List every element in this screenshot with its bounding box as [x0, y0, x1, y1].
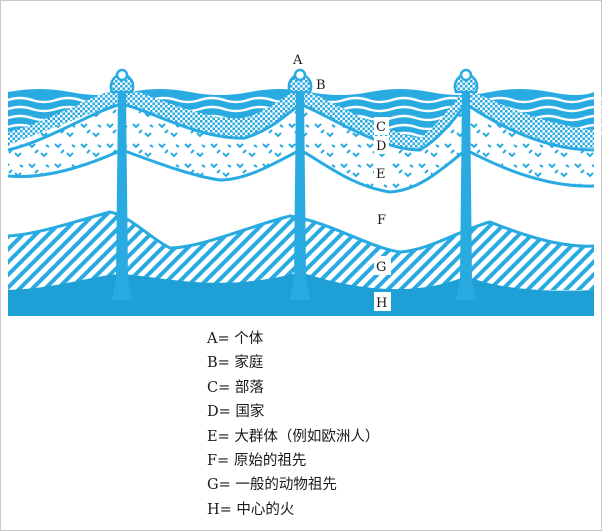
label-e-text: E: [376, 167, 386, 182]
stem-top-knobs: [115, 68, 473, 82]
label-d: D: [374, 136, 389, 154]
legend-item-g: G= 一般的动物祖先: [207, 477, 337, 494]
layer-c-d-band: [8, 88, 594, 150]
label-c-text: C: [376, 120, 386, 135]
label-h-text: H: [376, 296, 387, 311]
label-e: E: [374, 164, 389, 182]
label-d-text: D: [376, 139, 386, 154]
legend-item-d: D= 国家: [207, 404, 265, 421]
label-f: F: [377, 213, 386, 228]
legend-item-e: E= 大群体（例如欧洲人）: [207, 428, 380, 445]
label-b-text: B: [316, 78, 326, 93]
label-c: C: [374, 117, 389, 135]
stems: [112, 92, 476, 300]
label-h: H: [374, 292, 391, 311]
label-f-text: F: [377, 213, 386, 228]
legend-item-a: A= 个体: [207, 331, 264, 347]
label-g: G: [374, 256, 391, 275]
legend-item-h: H= 中心的火: [207, 501, 295, 518]
legend-item-c: C= 部落: [207, 379, 264, 396]
label-a: A: [292, 53, 303, 68]
legend-item-b: B= 家庭: [207, 355, 264, 372]
legend: A= 个体 B= 家庭 C= 部落 D= 国家 E= 大群体（例如欧洲人） F=…: [207, 327, 379, 522]
label-g-text: G: [376, 260, 386, 275]
label-a-text: A: [292, 53, 303, 68]
layers-diagram: A B C D E F G H: [7, 53, 595, 316]
legend-item-f: F= 原始的祖先: [207, 452, 307, 469]
label-b: B: [314, 75, 328, 93]
